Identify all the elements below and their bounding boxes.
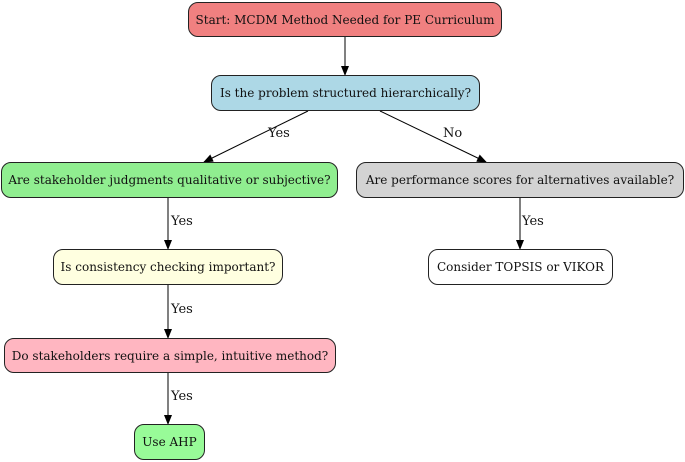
node-hierarchical-question: Is the problem structured hierarchically… — [211, 75, 480, 111]
node-simple-question: Do stakeholders require a simple, intuit… — [4, 338, 336, 373]
edge-label-simple-to-ahp: Yes — [171, 389, 193, 404]
edge-hierarchical-to-performance — [379, 110, 487, 163]
node-consistency-question: Is consistency checking important? — [53, 249, 283, 285]
edge-label-hier-to-qual: Yes — [268, 126, 290, 141]
node-performance-question: Are performance scores for alternatives … — [356, 162, 684, 198]
edge-label-perf-to-topsis: Yes — [522, 214, 544, 229]
edge-hierarchical-to-qualitative — [203, 110, 309, 163]
edge-label-cons-to-simple: Yes — [171, 302, 193, 317]
node-use-ahp: Use AHP — [134, 424, 205, 460]
node-qualitative-question: Are stakeholder judgments qualitative or… — [1, 162, 338, 198]
node-start: Start: MCDM Method Needed for PE Curricu… — [188, 2, 502, 37]
edge-label-qual-to-cons: Yes — [171, 214, 193, 229]
node-topsis-vikor: Consider TOPSIS or VIKOR — [428, 249, 613, 285]
edge-label-hier-to-perf: No — [443, 126, 463, 141]
